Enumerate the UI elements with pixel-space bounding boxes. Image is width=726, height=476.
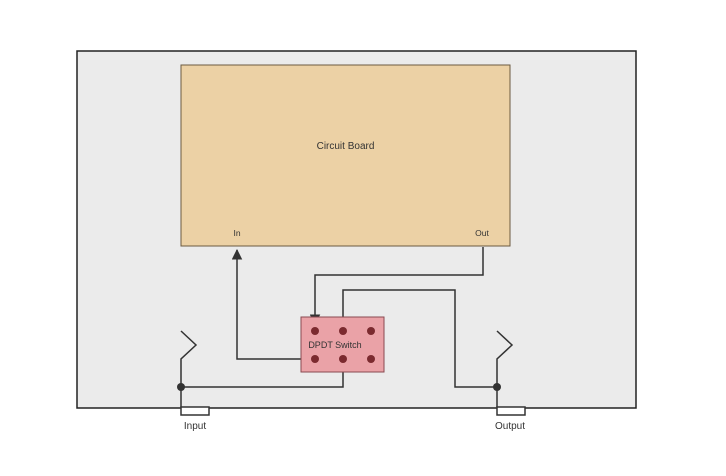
output-label: Output — [495, 421, 525, 432]
switch-pin — [311, 355, 319, 363]
board-out-label: Out — [475, 228, 489, 238]
switch-pin — [367, 355, 375, 363]
switch-pin — [339, 327, 347, 335]
switch-pin — [339, 355, 347, 363]
switch-label: DPDT Switch — [308, 340, 361, 350]
input-label: Input — [184, 421, 206, 432]
wire-switch-to-output — [342, 289, 497, 388]
switch-pin — [367, 327, 375, 335]
circuit-board-title: Circuit Board — [317, 141, 375, 152]
circuit-board — [180, 64, 511, 247]
wire-switch-to-board-in — [231, 248, 315, 360]
wire-board-out-to-switch — [309, 247, 484, 326]
switch-pin — [311, 327, 319, 335]
output-junction — [493, 383, 501, 391]
input-junction — [177, 383, 185, 391]
board-in-label: In — [233, 228, 240, 238]
